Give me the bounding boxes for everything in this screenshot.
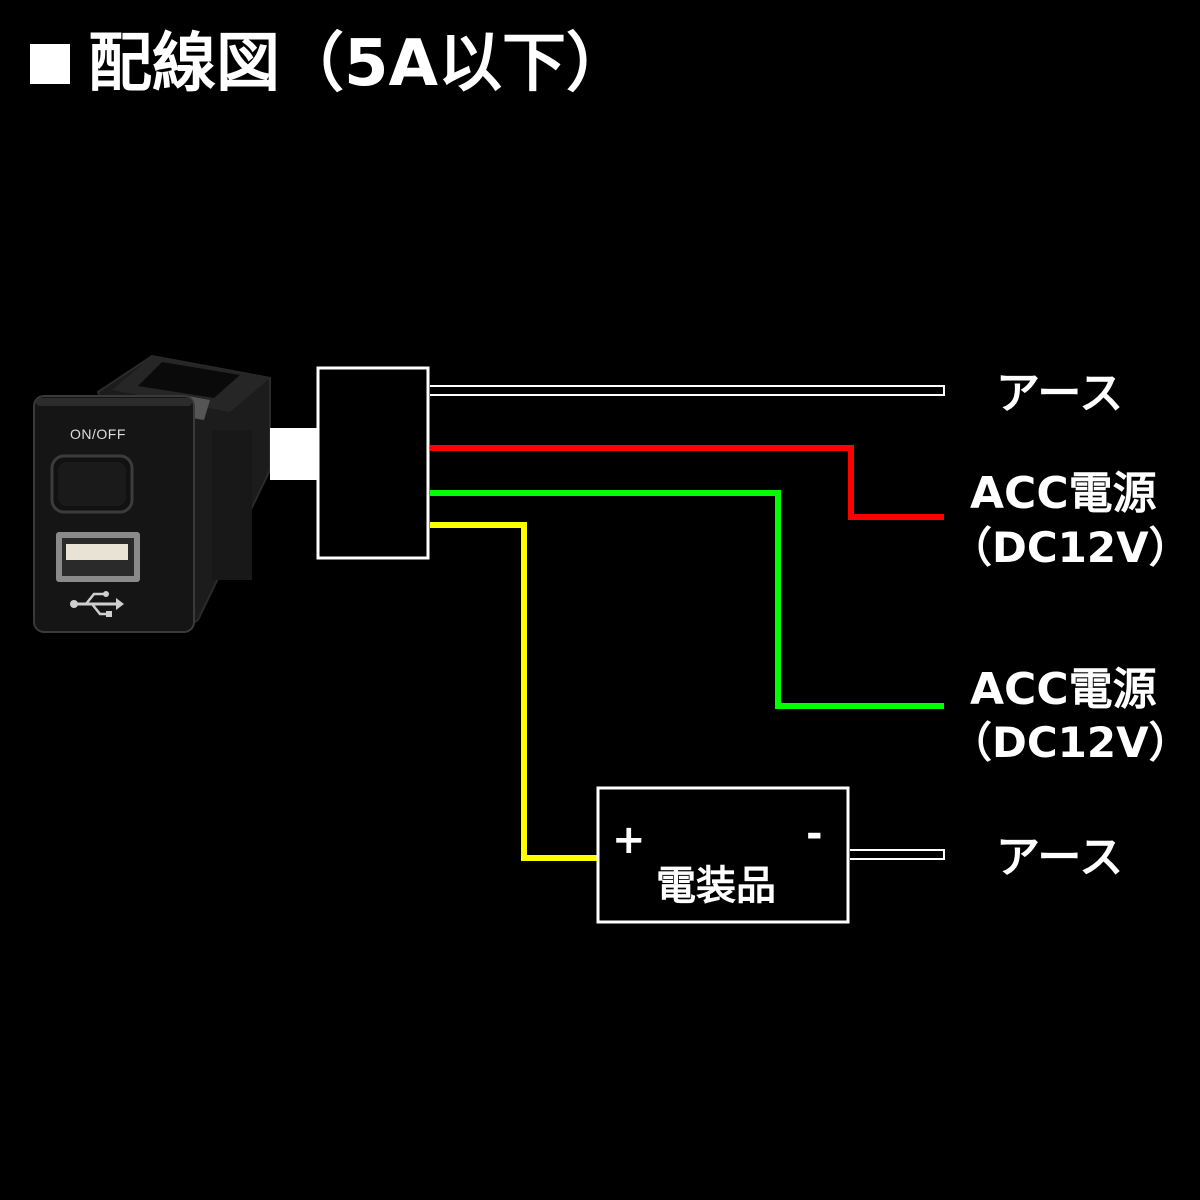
load-device-box [596,786,850,924]
ground-label-top: アース [996,368,1124,419]
white-ground-wire [430,385,945,396]
yellow-load-wire [430,522,600,861]
ground-label-load: アース [996,832,1124,883]
title-bullet-icon [30,44,70,84]
cable-stub [270,428,322,480]
load-ground-wire [850,849,945,860]
usb-icon [70,591,124,617]
load-minus-terminal: - [806,811,823,857]
acc-sublabel-red: （DC12V） [950,523,1191,572]
page-title: 配線図（5A以下） [88,27,631,101]
acc-label-red: ACC電源 [970,468,1157,519]
usb-switch-device [33,354,271,633]
onoff-label: ON/OFF [70,426,126,442]
connector-box [316,366,430,560]
load-device-name: 電装品 [656,863,776,909]
acc-sublabel-green: （DC12V） [950,718,1191,767]
red-acc-wire [430,445,944,520]
load-plus-terminal: + [612,817,646,863]
green-acc-wire [430,490,944,709]
acc-label-green: ACC電源 [970,664,1157,715]
